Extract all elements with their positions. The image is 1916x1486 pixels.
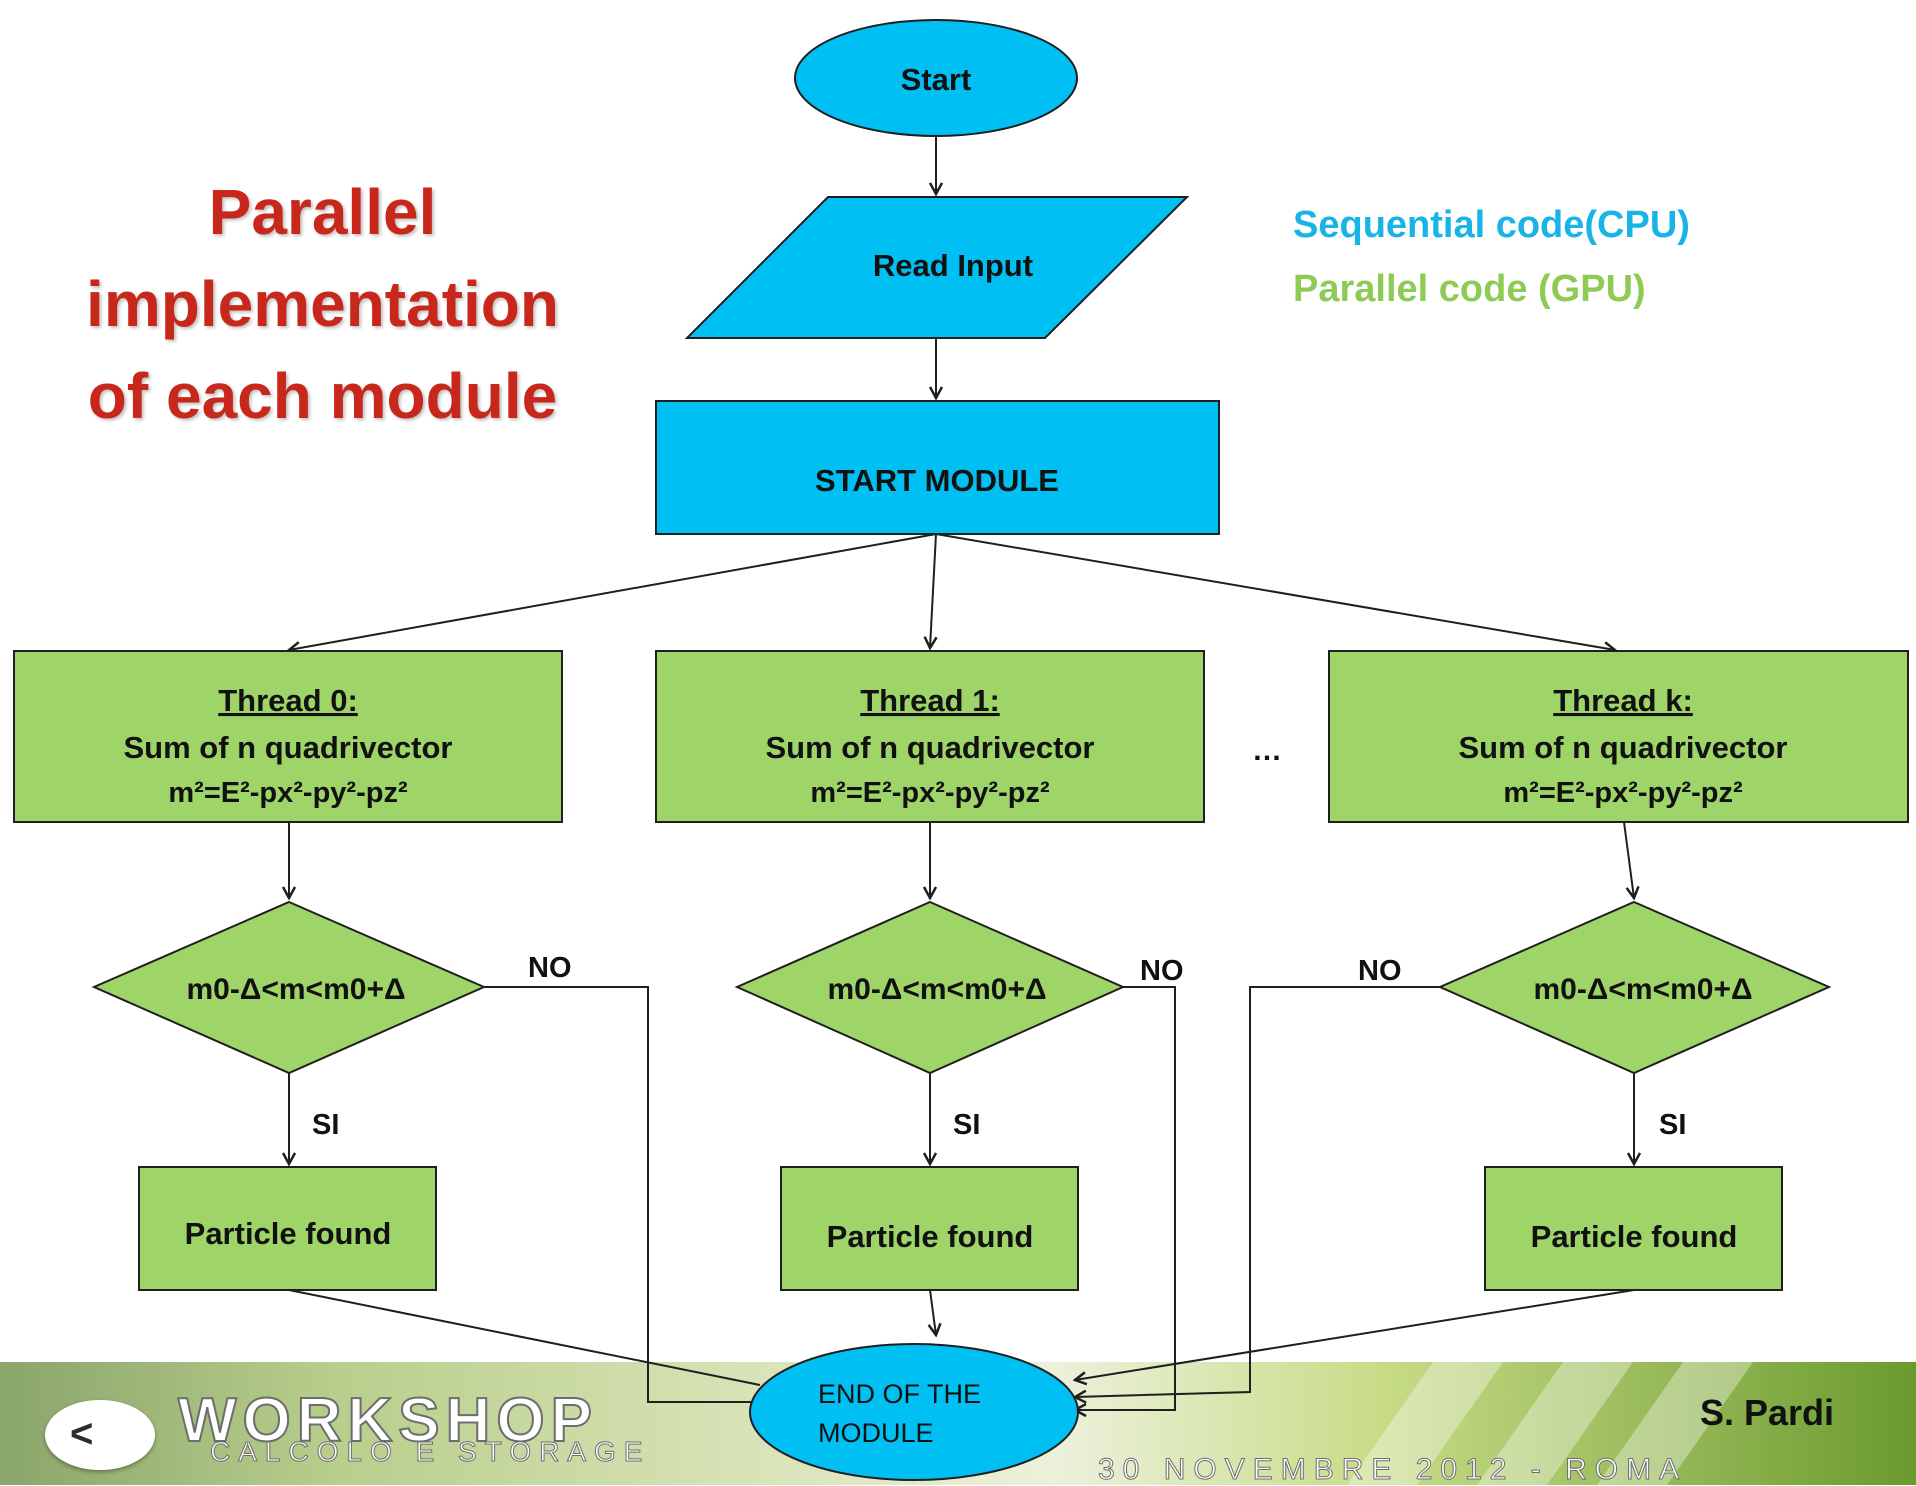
start-node — [794, 19, 1078, 137]
condition-0-node — [91, 900, 487, 1075]
edge-foundk-end — [1075, 1289, 1635, 1380]
thread-1-line1: Sum of n quadrivector — [766, 730, 1095, 765]
legend-parallel: Parallel code (GPU) — [1293, 268, 1646, 310]
thread-k-name: Thread k: — [1553, 683, 1693, 718]
condition-k-label: m0-Δ<m<m0+Δ — [1533, 973, 1752, 1006]
edge-module-thread0 — [289, 533, 937, 650]
edge-cond0-no — [484, 986, 755, 1403]
thread-1-name: Thread 1: — [860, 683, 1000, 718]
read-input-label: Read Input — [873, 248, 1033, 283]
particle-found-0-box — [138, 1166, 437, 1291]
workshop-title: WORKSHOP — [177, 1386, 598, 1455]
thread-0-name: Thread 0: — [218, 683, 358, 718]
end-label-line2: MODULE — [818, 1418, 934, 1448]
edge-found1-end — [930, 1289, 936, 1335]
si-label-1: SI — [953, 1109, 980, 1141]
title-line-1: Parallel — [208, 176, 437, 248]
no-label-k: NO — [1358, 955, 1402, 987]
particle-found-1-label: Particle found — [827, 1219, 1034, 1254]
share-icon: < — [70, 1412, 94, 1456]
thread-1-box — [655, 650, 1205, 823]
si-label-0: SI — [312, 1109, 339, 1141]
particle-found-k-box — [1484, 1166, 1783, 1291]
end-label-line1: END OF THE — [818, 1379, 981, 1409]
condition-0-label: m0-Δ<m<m0+Δ — [186, 973, 405, 1006]
author-name: S. Pardi — [1700, 1392, 1835, 1433]
thread-k-line1: Sum of n quadrivector — [1459, 730, 1788, 765]
thread-0-box — [13, 650, 563, 823]
edge-module-thread1 — [930, 533, 936, 648]
edge-condk-no — [1075, 986, 1440, 1397]
edge-cond1-no — [1075, 986, 1176, 1410]
title-line-3: of each module — [87, 360, 558, 432]
workshop-date: 30 NOVEMBRE 2012 - ROMA — [1097, 1453, 1688, 1486]
condition-1-node — [734, 900, 1126, 1075]
share-bubble — [45, 1400, 155, 1470]
start-label: Start — [901, 62, 972, 97]
start-module-label: START MODULE — [815, 463, 1059, 498]
thread-1-formula: m²=E²-px²-py²-pz² — [810, 777, 1050, 809]
edge-module-threadk — [935, 533, 1615, 650]
edge-found0-end — [288, 1289, 761, 1386]
no-label-0: NO — [528, 952, 572, 984]
condition-k-node — [1437, 900, 1832, 1075]
thread-0-line1: Sum of n quadrivector — [124, 730, 453, 765]
particle-found-0-label: Particle found — [185, 1216, 392, 1251]
legend-sequential: Sequential code(CPU) — [1293, 204, 1690, 246]
end-node — [749, 1343, 1079, 1481]
condition-1-label: m0-Δ<m<m0+Δ — [827, 973, 1046, 1006]
thread-k-box — [1328, 650, 1909, 823]
si-label-k: SI — [1659, 1109, 1686, 1141]
thread-0-formula: m²=E²-px²-py²-pz² — [168, 777, 408, 809]
workshop-subtitle: CALCOLO E STORAGE — [209, 1436, 651, 1467]
edge-threadk-cond — [1623, 821, 1634, 898]
no-label-1: NO — [1140, 955, 1184, 987]
particle-found-k-label: Particle found — [1531, 1219, 1738, 1254]
particle-found-1-box — [780, 1166, 1079, 1291]
title-line-2: implementation — [86, 268, 559, 340]
start-module-node — [655, 400, 1220, 535]
read-input-node — [684, 196, 1190, 339]
ellipsis: … — [1252, 734, 1282, 767]
thread-k-formula: m²=E²-px²-py²-pz² — [1503, 777, 1743, 809]
